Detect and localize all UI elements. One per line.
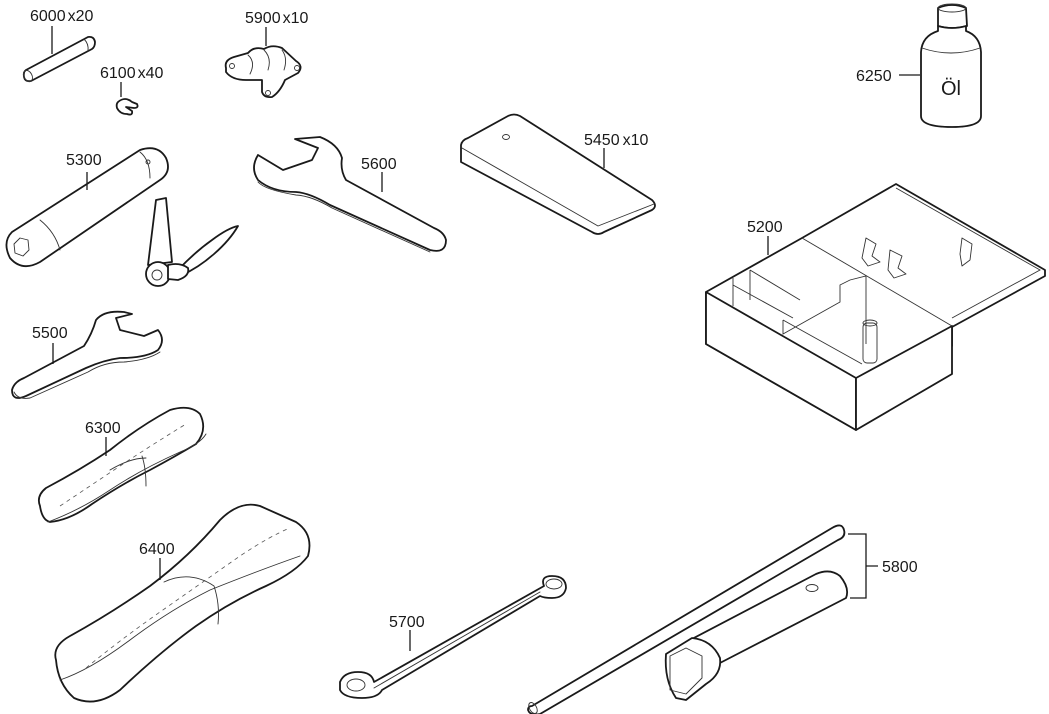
part-5800-box-spanner: 5800	[527, 524, 918, 714]
label-6400: 6400	[139, 541, 175, 558]
label-5200: 5200	[747, 219, 783, 236]
bottle-label: Öl	[941, 78, 961, 100]
part-5500-small-wrench: 5500	[11, 310, 163, 399]
part-6400-strap: 6400	[54, 503, 311, 703]
part-5600-wrench: 5600	[253, 136, 447, 253]
part-5200-tool-box: 5200	[705, 183, 1046, 431]
part-5700-ring-spanner: 5700	[339, 575, 567, 699]
label-5300: 5300	[66, 152, 102, 169]
label-6300: 6300	[85, 420, 121, 437]
part-6300-strap: 6300	[37, 406, 207, 523]
label-5600: 5600	[361, 156, 397, 173]
label-5800: 5800	[882, 559, 918, 576]
label-6250: 6250	[856, 68, 892, 85]
part-5300-crank-wrench: 5300	[5, 147, 239, 287]
label-5500: 5500	[32, 325, 68, 342]
part-6250-oil-bottle: Öl 6250	[856, 3, 982, 128]
label-5700: 5700	[389, 614, 425, 631]
